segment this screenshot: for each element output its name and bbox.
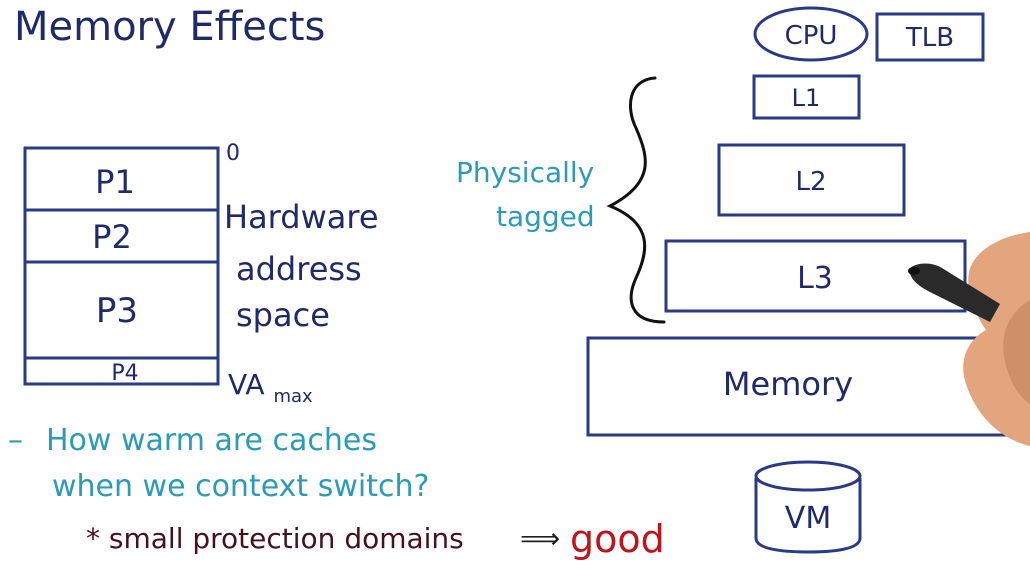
- hand-shadow: [1003, 300, 1030, 404]
- notes: – How warm are caches when we context sw…: [8, 423, 665, 561]
- question-line-1: How warm are caches: [46, 423, 377, 458]
- partition-p2-label: P2: [92, 218, 132, 256]
- tlb-label: TLB: [905, 23, 954, 53]
- l2-cache-box: [717, 143, 906, 217]
- verdict-text: good: [570, 517, 665, 561]
- bracket-label-line-2: tagged: [496, 200, 595, 233]
- address-space-diagram: P1 P2 P3 P4 0 Hardware address space VA …: [23, 141, 379, 407]
- address-space-caption-line-3: space: [236, 296, 330, 334]
- address-end-label: VA max: [228, 368, 313, 407]
- partition-p4-label: P4: [111, 361, 138, 386]
- presenter-hand-image: [908, 232, 1030, 446]
- memory-hierarchy: CPU TLB L1 L2 L3 Memory VM Physically ta…: [456, 6, 1028, 554]
- cpu-node: [753, 6, 869, 62]
- hand-shape: [963, 232, 1030, 446]
- l2-cache-label: L2: [795, 167, 826, 197]
- curly-brace-icon: [606, 76, 666, 324]
- tlb-box: [875, 12, 985, 62]
- vm-label: VM: [785, 501, 831, 536]
- slide-title: Memory Effects: [14, 4, 325, 50]
- partition-p3-label: P3: [96, 291, 138, 331]
- pen-tip-icon: [908, 267, 920, 275]
- memory-label: Memory: [723, 365, 853, 403]
- l3-cache-label: L3: [797, 261, 833, 296]
- address-space-caption-line-1: Hardware: [224, 198, 379, 236]
- note-dash: –: [8, 423, 23, 458]
- vm-disk-icon: [754, 460, 862, 554]
- address-start-label: 0: [226, 141, 240, 166]
- partition-p1-label: P1: [95, 163, 135, 201]
- address-end-label-subscript: max: [273, 386, 313, 407]
- l3-cache-box: [664, 239, 967, 313]
- cpu-label: CPU: [785, 21, 838, 51]
- address-space-caption-line-2: address: [236, 250, 362, 288]
- l1-cache-label: L1: [792, 84, 821, 112]
- address-space-box: [23, 146, 220, 386]
- conclusion-text: * small protection domains: [86, 522, 464, 555]
- address-end-label-main: VA: [228, 368, 265, 401]
- implication-arrow: ⟹: [520, 522, 560, 555]
- pen-icon: [909, 263, 1000, 322]
- question-line-2: when we context switch?: [52, 469, 429, 504]
- l1-cache-box: [752, 74, 861, 120]
- bracket-label-line-1: Physically: [456, 156, 594, 189]
